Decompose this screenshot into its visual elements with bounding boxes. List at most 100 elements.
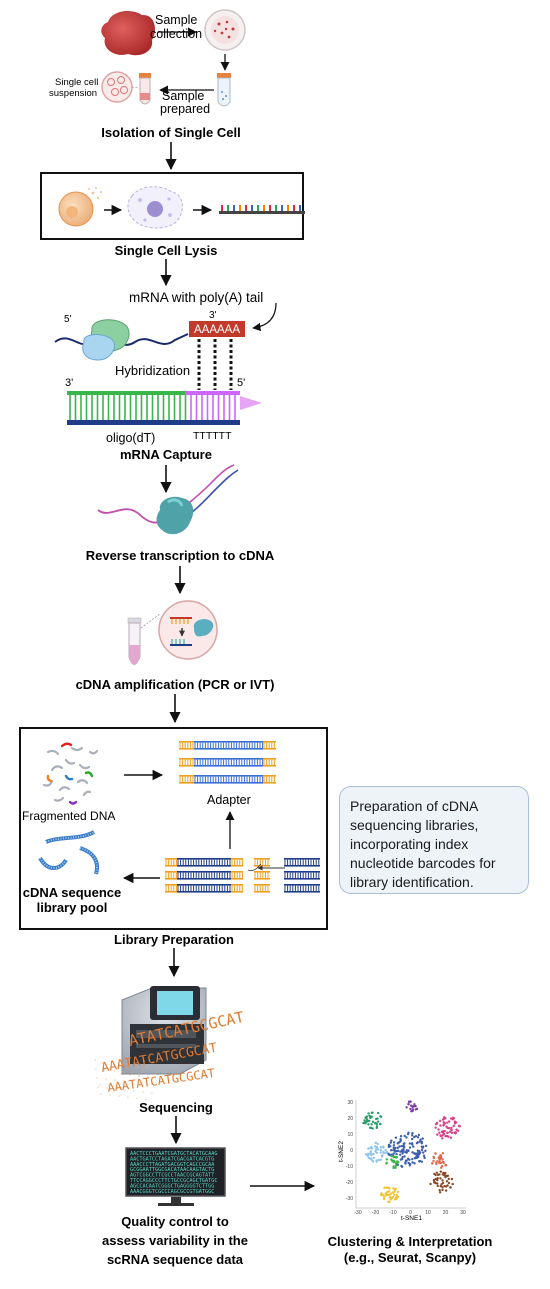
tsne-point bbox=[392, 1141, 396, 1144]
tsne-point bbox=[408, 1146, 412, 1149]
tsne-point bbox=[435, 1171, 439, 1174]
tsne-point bbox=[413, 1103, 416, 1106]
tsne-point bbox=[435, 1122, 439, 1125]
tsne-point bbox=[436, 1184, 439, 1188]
tsne-point bbox=[432, 1159, 435, 1163]
tsne-point bbox=[439, 1156, 443, 1160]
tsne-point bbox=[450, 1177, 454, 1181]
tsne-point bbox=[446, 1174, 449, 1178]
step-amplification-title: cDNA amplification (PCR or IVT) bbox=[76, 677, 275, 692]
tsne-point bbox=[393, 1198, 397, 1201]
tsne-point bbox=[407, 1149, 410, 1153]
tsne-point bbox=[391, 1191, 394, 1194]
tsne-point bbox=[408, 1142, 412, 1145]
tsne-point bbox=[390, 1154, 394, 1158]
tsne-point bbox=[379, 1115, 382, 1118]
tsne-point bbox=[400, 1144, 403, 1148]
tsne-point bbox=[390, 1158, 393, 1161]
tsne-point bbox=[407, 1100, 411, 1103]
hybridization-label: Hybridization bbox=[115, 363, 190, 378]
step-qc-title-3: scRNA sequence data bbox=[107, 1252, 244, 1267]
step-isolation-title: Isolation of Single Cell bbox=[101, 125, 240, 140]
tsne-x-tick: -20 bbox=[372, 1210, 379, 1216]
tsne-point bbox=[389, 1198, 393, 1201]
tsne-point bbox=[430, 1162, 434, 1165]
tsne-point bbox=[396, 1160, 399, 1163]
cell-suspension-icon bbox=[101, 71, 133, 103]
tsne-point bbox=[376, 1117, 379, 1120]
three-prime-top: 3' bbox=[209, 310, 217, 321]
tsne-point bbox=[410, 1137, 414, 1141]
tsne-point bbox=[407, 1131, 410, 1134]
tsne-point bbox=[380, 1192, 383, 1195]
tsne-point bbox=[439, 1177, 442, 1180]
oligo-dt-label: oligo(dT) bbox=[106, 431, 155, 445]
tsne-point bbox=[387, 1152, 390, 1155]
tsne-point bbox=[421, 1137, 424, 1140]
tsne-point bbox=[418, 1140, 422, 1143]
step-lysis-title: Single Cell Lysis bbox=[115, 243, 218, 258]
tsne-point bbox=[441, 1188, 444, 1192]
polya-seq: AAAAAA bbox=[194, 324, 240, 336]
tsne-y-tick: -10 bbox=[346, 1164, 353, 1170]
polymerase-icon bbox=[193, 619, 214, 637]
tsne-point bbox=[400, 1157, 404, 1161]
tsne-point bbox=[446, 1131, 449, 1134]
suspension-tube-icon bbox=[139, 77, 151, 105]
sample-prepared-label-1: Sample bbox=[162, 89, 204, 103]
single-cell-label-1: Single cell bbox=[55, 77, 98, 88]
tsne-point bbox=[434, 1173, 437, 1177]
tsne-point bbox=[396, 1146, 399, 1150]
tsne-point bbox=[441, 1186, 444, 1189]
library-box bbox=[19, 727, 328, 930]
library-pool-illustration bbox=[38, 830, 99, 875]
tsne-point bbox=[440, 1183, 443, 1186]
tsne-point bbox=[444, 1189, 448, 1192]
tsne-point bbox=[373, 1145, 377, 1148]
tsne-point bbox=[382, 1152, 385, 1155]
tsne-point bbox=[370, 1115, 374, 1118]
tsne-point bbox=[404, 1162, 407, 1165]
tsne-point bbox=[403, 1142, 406, 1145]
sample-tube-icon bbox=[217, 77, 231, 107]
tttttt-label: TTTTTT bbox=[193, 430, 232, 442]
tsne-x-tick: -30 bbox=[354, 1210, 361, 1216]
tsne-point bbox=[422, 1151, 425, 1154]
five-prime-bottom: 5' bbox=[237, 377, 245, 389]
tsne-point bbox=[441, 1118, 445, 1121]
tsne-point bbox=[392, 1149, 395, 1152]
tsne-point bbox=[446, 1121, 449, 1124]
tsne-point bbox=[412, 1145, 415, 1148]
step-rt-title: Reverse transcription to cDNA bbox=[86, 548, 275, 563]
five-prime-top: 5' bbox=[64, 314, 72, 325]
tsne-point bbox=[438, 1191, 442, 1194]
tsne-point bbox=[444, 1117, 447, 1120]
tsne-point bbox=[448, 1130, 452, 1134]
tsne-point bbox=[379, 1122, 382, 1126]
tsne-point bbox=[411, 1132, 414, 1135]
tsne-point bbox=[435, 1162, 438, 1166]
tsne-point bbox=[451, 1182, 454, 1186]
tsne-point bbox=[449, 1136, 453, 1139]
tsne-point bbox=[456, 1129, 460, 1132]
tsne-point bbox=[419, 1138, 422, 1141]
tissue-icon bbox=[101, 10, 155, 56]
tsne-point bbox=[364, 1120, 367, 1124]
tsne-point bbox=[375, 1125, 379, 1128]
tsne-point bbox=[450, 1131, 454, 1135]
tsne-point bbox=[367, 1123, 370, 1126]
tsne-point bbox=[385, 1162, 388, 1165]
tsne-point bbox=[392, 1166, 395, 1170]
tsne-point bbox=[416, 1136, 420, 1139]
tsne-point bbox=[370, 1123, 373, 1126]
tsne-point bbox=[445, 1134, 449, 1138]
tsne-point bbox=[416, 1149, 420, 1152]
monitor-icon bbox=[125, 1147, 226, 1197]
tsne-point bbox=[391, 1195, 395, 1199]
tsne-point bbox=[379, 1148, 382, 1152]
tsne-point bbox=[395, 1197, 399, 1200]
tsne-point bbox=[373, 1122, 377, 1125]
tsne-point bbox=[394, 1136, 398, 1139]
tsne-point bbox=[446, 1184, 449, 1187]
